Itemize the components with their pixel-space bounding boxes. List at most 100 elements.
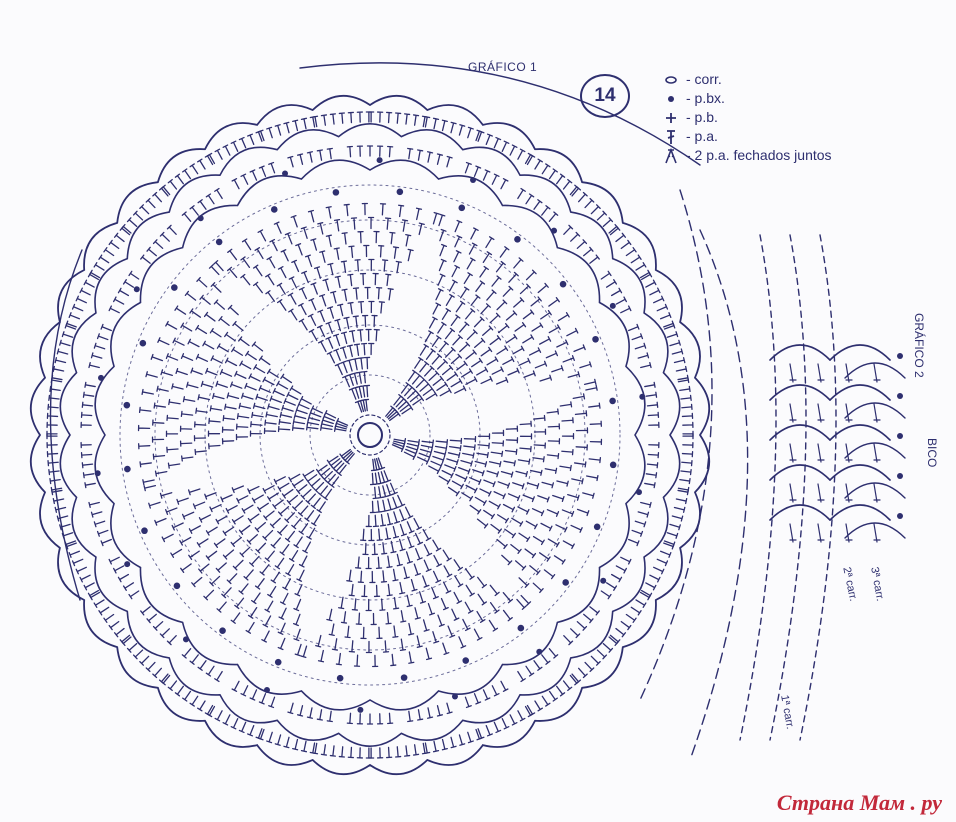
double-crochet-mark — [222, 549, 235, 560]
double-crochet-mark — [352, 287, 360, 300]
double-crochet-mark — [240, 273, 251, 286]
edging-picot-dot — [897, 353, 903, 359]
double-crochet-mark — [82, 472, 95, 479]
double-crochet-mark — [362, 398, 370, 412]
chart-number: 14 — [594, 85, 616, 106]
double-crochet-mark — [397, 204, 405, 218]
double-crochet-mark — [602, 642, 614, 653]
double-crochet-mark — [615, 232, 627, 243]
double-crochet-mark — [369, 472, 377, 486]
double-crochet-mark — [197, 660, 207, 671]
double-crochet-mark — [488, 619, 499, 632]
double-crochet-mark — [426, 151, 434, 163]
double-crochet-mark — [204, 704, 214, 717]
double-crochet-mark — [473, 316, 485, 328]
double-crochet-mark — [333, 462, 345, 474]
double-crochet-mark — [318, 467, 331, 479]
double-crochet-mark — [444, 327, 456, 340]
double-crochet-mark — [300, 740, 308, 753]
double-crochet-mark — [475, 728, 483, 741]
double-crochet-mark — [432, 455, 445, 464]
double-crochet-mark — [500, 680, 509, 692]
double-crochet-mark — [351, 598, 359, 611]
slip-stitch-dot — [551, 227, 558, 234]
double-crochet-mark — [450, 121, 457, 134]
double-crochet-mark — [276, 299, 287, 311]
double-crochet-mark — [219, 368, 233, 377]
double-crochet-mark — [413, 563, 421, 576]
double-crochet-mark — [546, 509, 560, 517]
double-crochet-mark — [302, 469, 315, 480]
double-crochet-mark — [238, 402, 252, 409]
double-crochet-mark — [113, 565, 125, 574]
double-crochet-mark — [248, 373, 261, 382]
double-crochet-mark — [326, 455, 339, 466]
edging-scallop — [844, 362, 906, 379]
double-crochet-mark — [198, 563, 210, 574]
double-crochet-mark — [171, 383, 184, 390]
double-crochet-mark — [582, 492, 595, 499]
double-crochet-mark — [310, 282, 318, 295]
double-crochet-mark — [532, 535, 545, 546]
double-crochet-mark — [241, 238, 252, 251]
double-crochet-mark — [491, 429, 505, 437]
double-crochet-mark — [424, 742, 431, 754]
double-crochet-mark — [49, 385, 61, 393]
double-crochet-mark — [398, 538, 406, 552]
double-crochet-mark — [195, 407, 208, 414]
double-crochet-mark — [140, 606, 151, 616]
double-crochet-mark — [450, 736, 457, 749]
double-crochet-mark — [216, 343, 229, 353]
double-crochet-mark — [469, 504, 482, 515]
slip-stitch-dot — [124, 465, 131, 473]
double-crochet-mark — [544, 467, 558, 474]
double-crochet-mark — [280, 249, 289, 262]
double-crochet-mark — [267, 585, 277, 598]
double-crochet-mark — [418, 222, 425, 236]
double-crochet-mark — [541, 481, 555, 489]
double-crochet-mark — [537, 495, 550, 503]
double-crochet-mark — [238, 336, 250, 347]
double-crochet-mark — [265, 290, 275, 302]
double-crochet-mark — [524, 705, 534, 718]
double-crochet-mark — [175, 367, 188, 376]
double-crochet-mark — [277, 506, 290, 517]
double-crochet-mark — [540, 309, 552, 320]
double-crochet-mark — [368, 300, 375, 314]
double-crochet-mark — [293, 598, 302, 612]
double-crochet-mark — [276, 282, 286, 295]
edging-stitch — [873, 443, 881, 463]
double-crochet-mark — [389, 482, 398, 496]
double-crochet-mark — [333, 333, 341, 347]
double-crochet-mark — [480, 375, 493, 385]
double-crochet-mark — [562, 355, 575, 363]
double-crochet-mark — [384, 527, 392, 541]
double-crochet-mark — [555, 173, 566, 185]
edging-chain-row — [769, 234, 807, 741]
double-crochet-mark — [437, 321, 447, 334]
edging-picot-dot — [897, 433, 903, 439]
double-crochet-mark — [473, 693, 482, 705]
double-crochet-mark — [222, 714, 231, 726]
double-crochet-mark — [630, 606, 642, 616]
double-crochet-mark — [562, 540, 575, 550]
double-crochet-mark — [255, 393, 268, 401]
double-crochet-mark — [675, 497, 688, 505]
double-crochet-mark — [291, 259, 300, 273]
double-crochet-mark — [615, 296, 627, 305]
double-crochet-mark — [49, 477, 61, 485]
edging-stitch — [873, 403, 881, 423]
double-crochet-mark — [316, 709, 323, 721]
double-crochet-mark — [389, 231, 396, 245]
double-crochet-mark — [519, 445, 532, 453]
double-crochet-mark — [235, 433, 249, 441]
double-crochet-mark — [523, 370, 536, 378]
double-crochet-mark — [356, 111, 364, 123]
double-crochet-mark — [470, 227, 479, 240]
double-crochet-mark — [241, 392, 254, 400]
double-crochet-mark — [151, 436, 165, 443]
double-crochet-mark — [411, 373, 423, 385]
double-crochet-mark — [251, 411, 264, 419]
double-crochet-mark — [545, 350, 559, 359]
double-crochet-mark — [364, 286, 371, 300]
